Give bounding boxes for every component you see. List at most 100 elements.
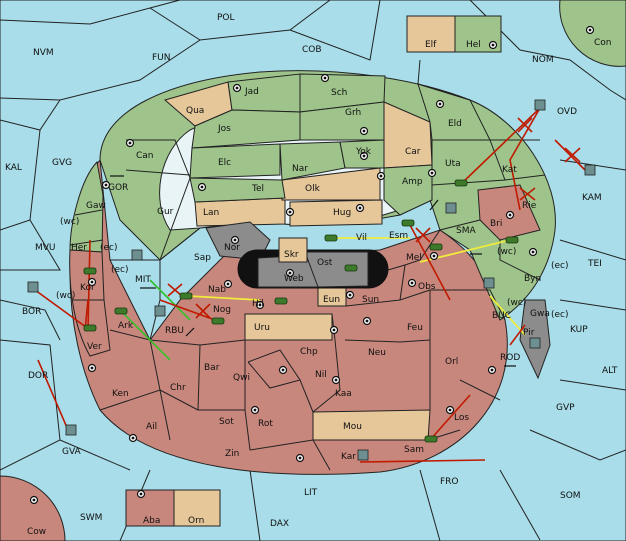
- province-aba[interactable]: [125, 489, 175, 527]
- province-label-chp: Chp: [300, 347, 318, 357]
- province-label-uru: Uru: [254, 323, 270, 333]
- army-icon: [324, 234, 338, 242]
- map-shape: [588, 28, 592, 32]
- map-shape: [410, 281, 414, 285]
- map-shape: [409, 224, 451, 301]
- province-label-bri: Bri: [490, 219, 502, 229]
- army-icon: [179, 292, 193, 300]
- map-shape: [531, 250, 535, 254]
- army-icon: [424, 435, 438, 443]
- province-label-orl: Orl: [445, 357, 458, 367]
- province-label-con: Con: [594, 38, 612, 48]
- map-shape: [429, 199, 439, 211]
- province-elc[interactable]: [189, 143, 281, 179]
- map-shape: [59, 439, 131, 471]
- province-label-gvg: GVG: [52, 158, 72, 168]
- province-label-zin: Zin: [225, 449, 239, 459]
- crossing-arrows: [110, 175, 516, 367]
- province-label-vil: Vil: [356, 233, 367, 243]
- map-shape: [362, 129, 366, 133]
- army-icon: [274, 297, 288, 305]
- province-label-gaw: Gaw: [86, 201, 106, 211]
- province-label-mel: Mel: [406, 253, 422, 263]
- province-label-gvp: GVP: [556, 403, 575, 413]
- province-label-mit: MIT: [135, 275, 151, 285]
- province-label-elf: Elf: [425, 40, 437, 50]
- province-label-ark: Ark: [118, 321, 134, 331]
- map-shape: [469, 0, 626, 101]
- map-shape: [167, 283, 183, 297]
- map-shape: [281, 368, 285, 372]
- province-tel[interactable]: [189, 177, 286, 203]
- map-shape: [419, 469, 441, 541]
- province-label-pol: POL: [217, 13, 235, 23]
- map-shape: [197, 344, 251, 451]
- map-shape: [139, 492, 143, 496]
- map-shape: [348, 293, 352, 297]
- province-label-byn: Byn: [524, 274, 541, 284]
- province-cow[interactable]: [0, 475, 66, 541]
- fleet-icon: [529, 337, 541, 349]
- province-label-sun: Sun: [362, 295, 379, 305]
- province-label-som: SOM: [560, 491, 581, 501]
- province-label-gva: GVA: [62, 447, 82, 457]
- province-ost[interactable]: [304, 251, 369, 288]
- supply-centres: [29, 25, 595, 505]
- province-label-sot: Sot: [219, 417, 234, 427]
- map-shape: [509, 107, 541, 211]
- province-label-lan: Lan: [203, 208, 219, 218]
- province-label-gwa: Gwa: [530, 309, 550, 319]
- map-shape: [312, 439, 331, 471]
- army-icon: [429, 243, 443, 251]
- province-label-kat: Kat: [502, 165, 517, 175]
- map-shape: [379, 174, 383, 178]
- west-island-south: [69, 249, 111, 357]
- province-label-gur: Gur: [157, 207, 174, 217]
- province-label-ovd: OVD: [557, 107, 577, 117]
- army-icon: [401, 219, 415, 227]
- map-shape: [200, 185, 204, 189]
- province-label-skr: Skr: [284, 250, 299, 260]
- province-label-dor: DOR: [28, 371, 48, 381]
- province-label-nar: Nar: [292, 164, 308, 174]
- coast-label-wc: (wc): [497, 247, 516, 257]
- province-label-her: Her: [71, 243, 87, 253]
- map-shape: [517, 117, 533, 133]
- province-con[interactable]: [559, 0, 626, 67]
- province-label-neu: Neu: [368, 348, 386, 358]
- map-shape: [344, 339, 431, 343]
- province-label-bar: Bar: [204, 363, 220, 373]
- province-label-can: Can: [136, 151, 154, 161]
- coast-markers: (wc) (ec) (ec) (wc) (wc) (ec) (wc) (ec): [56, 217, 569, 320]
- province-mou[interactable]: [312, 409, 431, 441]
- map-shape: [459, 107, 541, 186]
- map-shape: [554, 139, 586, 171]
- map-shape: [429, 394, 471, 441]
- province-label-lit: LIT: [304, 488, 318, 498]
- map-shape: [323, 76, 327, 80]
- province-elf[interactable]: [406, 15, 456, 53]
- province-label-rot: Rot: [258, 419, 273, 429]
- map-shape: [288, 210, 292, 214]
- army-icon: [83, 267, 97, 275]
- province-label-aba: Aba: [143, 516, 160, 526]
- fleet-icon: [131, 249, 143, 261]
- coast-label-ec: (ec): [111, 265, 129, 275]
- map-shape: [332, 328, 336, 332]
- army-icon: [505, 236, 519, 244]
- province-label-gor: GOR: [108, 183, 128, 193]
- province-label-los: Los: [454, 413, 469, 423]
- province-label-nom: NOM: [532, 55, 554, 65]
- fleet-icon: [483, 277, 495, 289]
- province-amp[interactable]: [383, 164, 433, 216]
- map-shape: [249, 439, 314, 451]
- map-shape: [149, 279, 191, 321]
- map-shape: [87, 239, 91, 331]
- province-uru[interactable]: [244, 313, 333, 341]
- province-label-rie: Rie: [522, 201, 537, 211]
- province-label-buc: BUC: [492, 311, 511, 321]
- province-orn[interactable]: [173, 489, 221, 527]
- province-skr[interactable]: [278, 237, 308, 263]
- coast-label-wc: (wc): [60, 217, 79, 227]
- map-shape: [508, 213, 512, 217]
